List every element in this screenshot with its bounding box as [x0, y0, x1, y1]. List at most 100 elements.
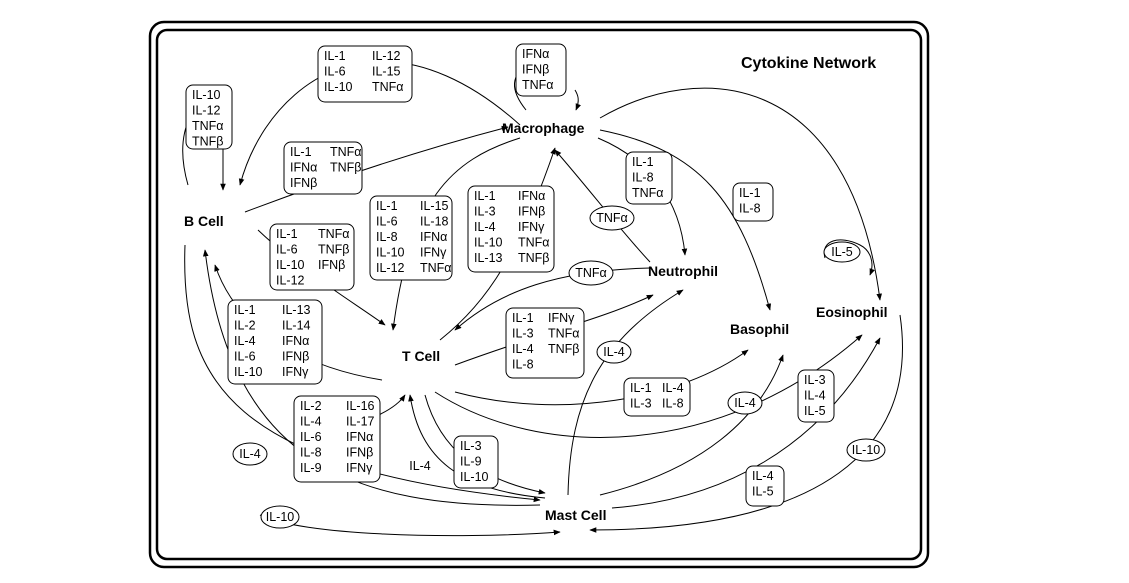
oval-border — [727, 391, 763, 415]
cytokine-label: IL-5 — [804, 404, 826, 418]
cytokine-label: IL-9 — [460, 455, 482, 469]
box-mac-to-baso: IL-1IL-8 — [732, 182, 774, 222]
cytokine-label: IL-1 — [474, 189, 496, 203]
cytokine-label: IL-8 — [739, 202, 761, 216]
cytokine-label: IL-4 — [662, 381, 684, 395]
cytokine-label: TNFα — [420, 261, 452, 275]
cytokine-label: IL-6 — [234, 350, 256, 364]
node-basophil: Basophil — [730, 321, 789, 337]
cytokine-label: IL-12 — [276, 274, 305, 288]
cytokine-label: TNFβ — [518, 251, 550, 265]
cytokine-label: IL-1 — [324, 49, 346, 63]
cytokine-label: IL-3 — [630, 397, 652, 411]
cytokine-label: IL-4 — [512, 342, 534, 356]
cytokine-label: IFNγ — [346, 461, 373, 475]
box-border — [453, 435, 499, 489]
cytokine-label: IL-3 — [512, 327, 534, 341]
cytokine-label: IFNβ — [522, 63, 549, 77]
edge-b-to-mast — [184, 244, 541, 503]
cytokine-label: IFNγ — [420, 246, 447, 260]
box-border — [269, 223, 355, 291]
node-mast-cell: Mast Cell — [545, 507, 606, 523]
cytokine-label: TNFβ — [330, 161, 362, 175]
oval-border — [232, 442, 268, 466]
cytokine-label: IL-14 — [282, 319, 311, 333]
cytokine-label: IL-5 — [752, 485, 774, 499]
cytokine-label: TNFβ — [548, 342, 580, 356]
cytokine-label: IL-8 — [632, 171, 654, 185]
cytokine-label: IL-1 — [512, 311, 534, 325]
oval-border — [596, 340, 632, 364]
cytokine-label: IFNγ — [518, 220, 545, 234]
cytokine-label: IL-4 — [300, 415, 322, 429]
oval-border — [260, 505, 300, 529]
cytokine-label: IL-15 — [420, 199, 449, 213]
cytokine-label: IL-3 — [460, 439, 482, 453]
edge-mac-to-baso — [599, 129, 772, 311]
edge-mast-to-eos — [611, 337, 881, 509]
cytokine-label: TNFα — [522, 78, 554, 92]
cytokine-label: IL-10 — [460, 470, 489, 484]
cytokine-label: IFNα — [420, 230, 447, 244]
cytokine-label: IFNβ — [346, 446, 373, 460]
edge-eos-self — [823, 239, 875, 276]
cytokine-label: IFNα — [518, 189, 545, 203]
edge-mast-t-il4 — [408, 394, 546, 499]
box-border — [369, 195, 453, 281]
diagram-title: Cytokine Network — [741, 55, 876, 72]
cytokine-label: IL-13 — [474, 251, 503, 265]
cytokine-label: IL-2 — [300, 399, 322, 413]
node-macrophage: Macrophage — [502, 120, 585, 136]
cytokine-label: IL-1 — [630, 381, 652, 395]
cytokine-label: IL-4 — [239, 447, 261, 461]
oval-eos-self: IL-5 — [823, 241, 861, 263]
cytokine-label: IFNα — [282, 334, 309, 348]
oval-mast-t: IL-4 — [409, 459, 431, 473]
cytokine-label: IL-17 — [346, 415, 375, 429]
node-b-cell: B Cell — [184, 213, 224, 229]
frame-outer — [148, 20, 930, 569]
cytokine-label: IL-1 — [739, 186, 761, 200]
cytokine-label: IFNα — [522, 47, 549, 61]
cytokine-label: IL-16 — [346, 399, 375, 413]
box-border — [515, 43, 567, 97]
cytokine-label: IL-8 — [512, 358, 534, 372]
edge-mast-to-neut — [567, 289, 684, 496]
cytokine-label: IL-4 — [734, 396, 756, 410]
oval-border — [568, 260, 614, 286]
box-border — [283, 141, 363, 195]
box-t-to-mast: IL-3IL-9IL-10 — [453, 435, 499, 489]
cytokine-label: IFNβ — [290, 176, 317, 190]
cytokine-label: IL-10 — [474, 236, 503, 250]
oval-neut-to-t: TNFα — [568, 260, 614, 286]
box-border — [227, 299, 323, 385]
cytokine-label: IL-8 — [662, 397, 684, 411]
cytokine-label: IL-15 — [372, 65, 401, 79]
cytokine-label: IL-10 — [266, 510, 295, 524]
cytokine-label: IFNβ — [282, 350, 309, 364]
cytokine-label: IL-4 — [474, 220, 496, 234]
cytokine-label: IL-8 — [376, 230, 398, 244]
oval-eos-to-mast: IL-10 — [846, 438, 886, 462]
cytokine-label: IL-6 — [376, 215, 398, 229]
cytokine-label: IFNα — [290, 161, 317, 175]
edge-t-to-baso — [454, 349, 749, 406]
cytokine-label: IL-5 — [831, 245, 853, 259]
cytokine-label: TNFα — [518, 236, 550, 250]
frame-inner — [155, 28, 923, 561]
cytokine-label: IL-10 — [192, 88, 221, 102]
node-neutrophil: Neutrophil — [648, 263, 718, 279]
cytokine-label: TNFα — [632, 186, 664, 200]
cytokine-label: IL-4 — [752, 469, 774, 483]
edge-mast-to-baso — [599, 354, 784, 496]
cytokine-label: IL-3 — [474, 205, 496, 219]
cytokine-label: IL-12 — [376, 261, 405, 275]
cytokine-label: IL-3 — [804, 373, 826, 387]
